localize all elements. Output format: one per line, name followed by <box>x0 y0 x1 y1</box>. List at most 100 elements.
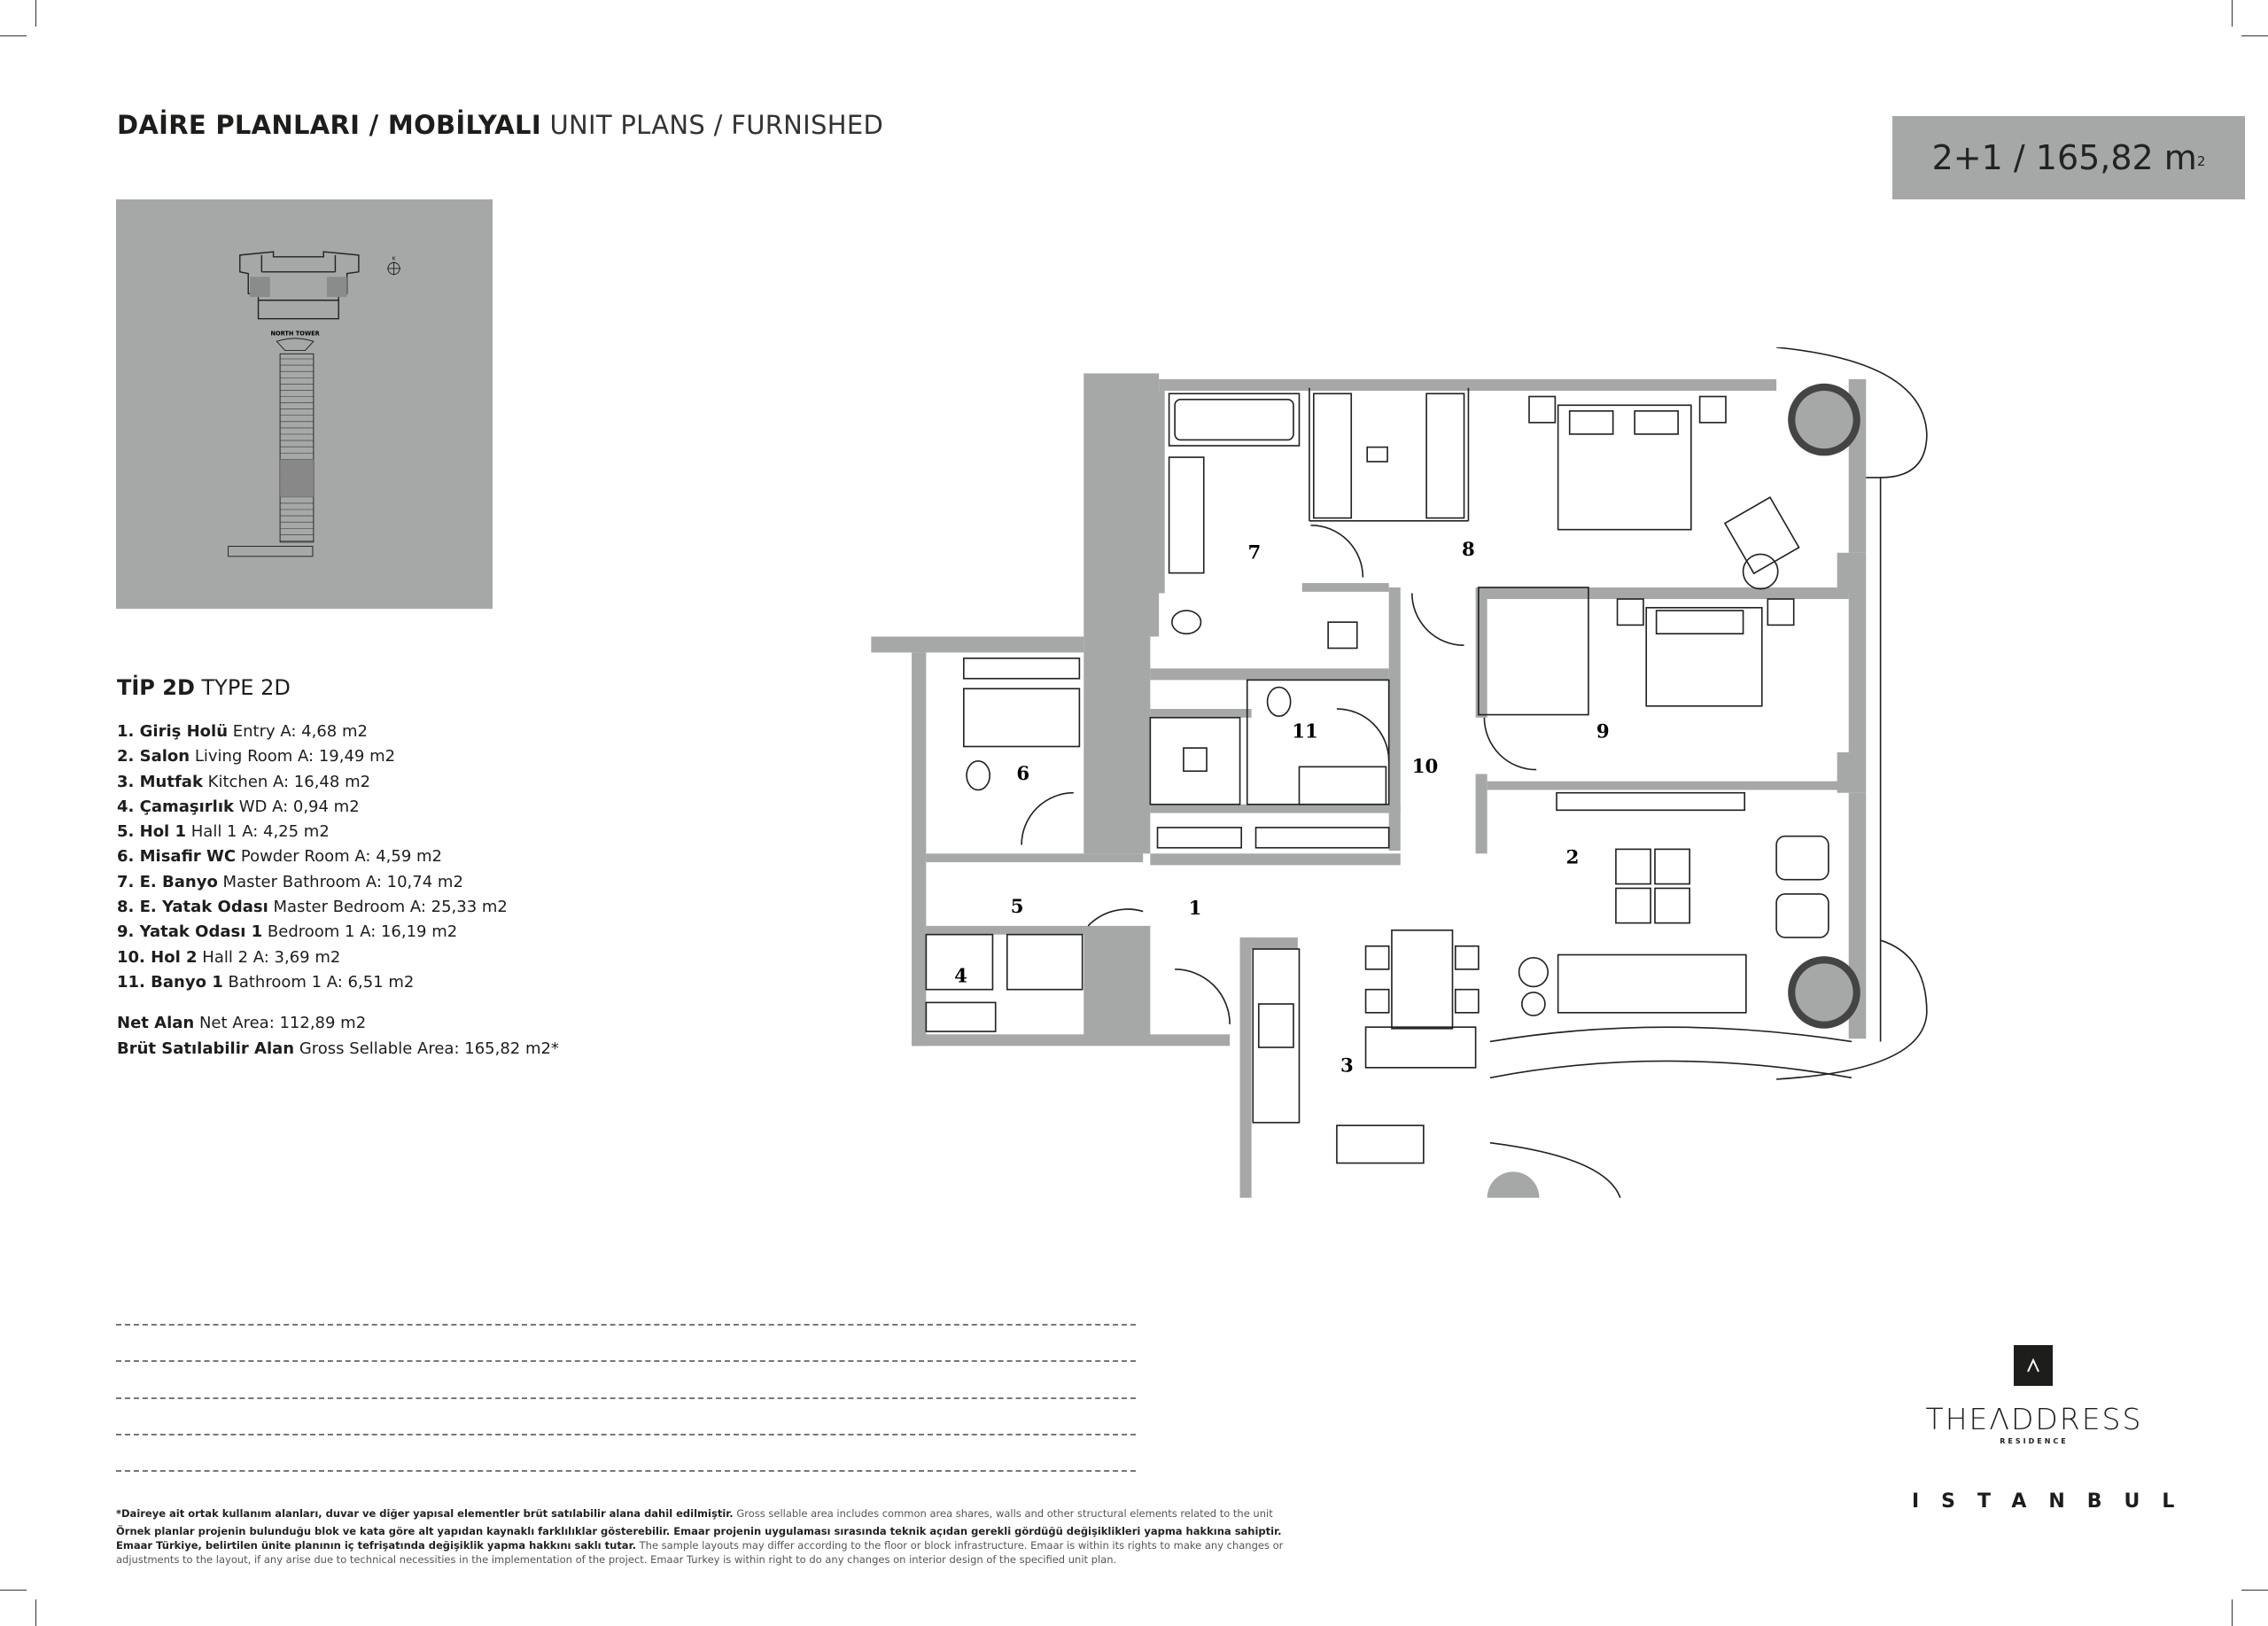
nightstand <box>1698 395 1727 424</box>
net-area-label: Net Alan <box>117 1014 195 1032</box>
disclaimer-2-en: The sample layouts may differ according … <box>116 1539 1284 1566</box>
north-label: K <box>392 257 396 262</box>
lamp <box>1518 956 1550 988</box>
room-name-en: Living Room A: 19,49 m2 <box>194 747 396 766</box>
room-list-item: 7. E. Banyo Master Bathroom A: 10,74 m2 <box>117 870 508 895</box>
disclaimer-1-tr: *Daireye ait ortak kullanım alanları, du… <box>116 1507 734 1520</box>
room-name-tr: 10. Hol 2 <box>117 947 198 967</box>
room-name-tr: 11. Banyo 1 <box>117 972 223 992</box>
pillow <box>1634 410 1679 435</box>
side-table <box>1521 992 1546 1016</box>
brand-subtitle: RESIDENCE <box>2000 1437 2069 1445</box>
caret-icon <box>2027 1358 2039 1373</box>
room-name-tr: 9. Yatak Odası 1 <box>117 922 263 942</box>
room-name-en: Hall 2 A: 3,69 m2 <box>202 947 341 967</box>
crop-mark <box>0 1590 27 1591</box>
room-number-label: 6 <box>1016 763 1029 785</box>
tower-elevation <box>279 353 315 543</box>
door-swings <box>1021 524 1537 1024</box>
gross-area: Brüt Satılabilir Alan Gross Sellable Are… <box>117 1036 559 1062</box>
room-name-tr: 4. Çamaşırlık <box>117 797 234 816</box>
type-turkish: TİP 2D <box>117 675 195 700</box>
chair <box>1364 988 1390 1014</box>
coffee-table <box>1615 848 1651 885</box>
room-name-en: Master Bathroom A: 10,74 m2 <box>222 872 463 891</box>
room-number-label: 3 <box>1340 1055 1354 1078</box>
page-title: DAİRE PLANLARI / MOBİLYALI UNIT PLANS / … <box>117 110 883 140</box>
sofa <box>1557 953 1747 1014</box>
crop-mark <box>0 35 27 36</box>
room-name-tr: 7. E. Banyo <box>117 872 218 891</box>
crop-mark <box>2232 0 2233 27</box>
room-name-en: Master Bedroom A: 25,33 m2 <box>273 898 508 917</box>
room-name-en: Entry A: 4,68 m2 <box>232 722 368 741</box>
room-name-tr: 6. Misafir WC <box>117 847 237 867</box>
disclaimer: *Daireye ait ortak kullanım alanları, du… <box>116 1506 1303 1567</box>
bed-1 <box>1645 606 1763 707</box>
unit-summary-sup: 2 <box>2196 153 2206 169</box>
room-name-tr: 2. Salon <box>117 747 190 766</box>
room-name-tr: 3. Mutfak <box>117 772 203 791</box>
chair <box>1454 988 1480 1014</box>
key-plan-drawing: NORTH TOWER K <box>228 251 401 557</box>
room-list-item: 5. Hol 1 Hall 1 A: 4,25 m2 <box>117 820 508 844</box>
partitions <box>925 346 1928 1199</box>
room-number-label: 1 <box>1189 898 1202 920</box>
master-bed <box>1557 404 1692 531</box>
chair <box>1364 945 1390 970</box>
brand-city: ISTANBUL <box>1912 1490 2197 1513</box>
crop-mark <box>2241 35 2268 36</box>
side-table <box>1742 553 1779 590</box>
room-name-tr: 1. Giriş Holü <box>117 722 229 741</box>
room-number-label: 8 <box>1462 539 1475 561</box>
room-number-label: 5 <box>1011 896 1024 918</box>
room-name-tr: 5. Hol 1 <box>117 822 187 842</box>
shower-drain <box>1327 621 1358 650</box>
room-number-label: 11 <box>1292 721 1318 743</box>
pillow <box>1655 610 1744 634</box>
net-area-value: Net Area: 112,89 m2 <box>198 1014 367 1032</box>
dining-table <box>1391 929 1454 1030</box>
columns <box>1487 383 1860 1198</box>
room-list-item: 9. Yatak Odası 1 Bedroom 1 A: 16,19 m2 <box>117 920 508 945</box>
crop-mark <box>2241 1590 2268 1591</box>
gross-area-label: Brüt Satılabilir Alan <box>117 1039 295 1058</box>
walls <box>871 373 1867 1198</box>
note-line <box>116 1397 1136 1399</box>
room-name-en: Powder Room A: 4,59 m2 <box>240 847 442 867</box>
toilet <box>1171 610 1202 634</box>
note-line <box>116 1324 1136 1326</box>
nightstand <box>1528 395 1557 424</box>
crop-mark <box>35 1599 36 1626</box>
room-list-item: 6. Misafir WC Powder Room A: 4,59 m2 <box>117 844 508 869</box>
net-area: Net Alan Net Area: 112,89 m2 <box>117 1010 559 1036</box>
room-number-label: 7 <box>1248 541 1262 564</box>
note-line <box>116 1360 1136 1362</box>
chair <box>1454 945 1480 970</box>
crop-mark <box>35 0 36 27</box>
type-english: TYPE 2D <box>201 675 291 700</box>
pillow <box>1568 410 1614 435</box>
highlight-unit <box>250 276 270 298</box>
brand-logo-mark <box>2014 1345 2053 1386</box>
room-list-item: 11. Banyo 1 Bathroom 1 A: 6,51 m2 <box>117 970 508 995</box>
note-line <box>116 1470 1136 1472</box>
unit-summary-text: 2+1 / 165,82 m <box>1931 138 2197 177</box>
room-name-en: Kitchen A: 16,48 m2 <box>207 772 371 791</box>
vanity <box>1168 456 1205 574</box>
room-name-en: Hall 1 A: 4,25 m2 <box>190 822 330 842</box>
room-list-item: 2. Salon Living Room A: 19,49 m2 <box>117 744 508 769</box>
toilet <box>966 759 991 791</box>
disclaimer-2-tr: Örnek planlar projenin bulunduğu blok ve… <box>116 1525 1282 1552</box>
disclaimer-1-en: Gross sellable area includes common area… <box>736 1507 1273 1520</box>
furniture <box>966 395 1829 1069</box>
room-name-en: Bathroom 1 A: 6,51 m2 <box>228 972 415 992</box>
room-list: 1. Giriş Holü Entry A: 4,68 m2 2. Salon L… <box>117 720 508 995</box>
podium <box>228 546 314 557</box>
tower-label: NORTH TOWER <box>270 331 319 338</box>
room-number-label: 9 <box>1596 721 1610 743</box>
tv-console <box>1556 791 1746 812</box>
nightstand <box>1767 598 1795 626</box>
